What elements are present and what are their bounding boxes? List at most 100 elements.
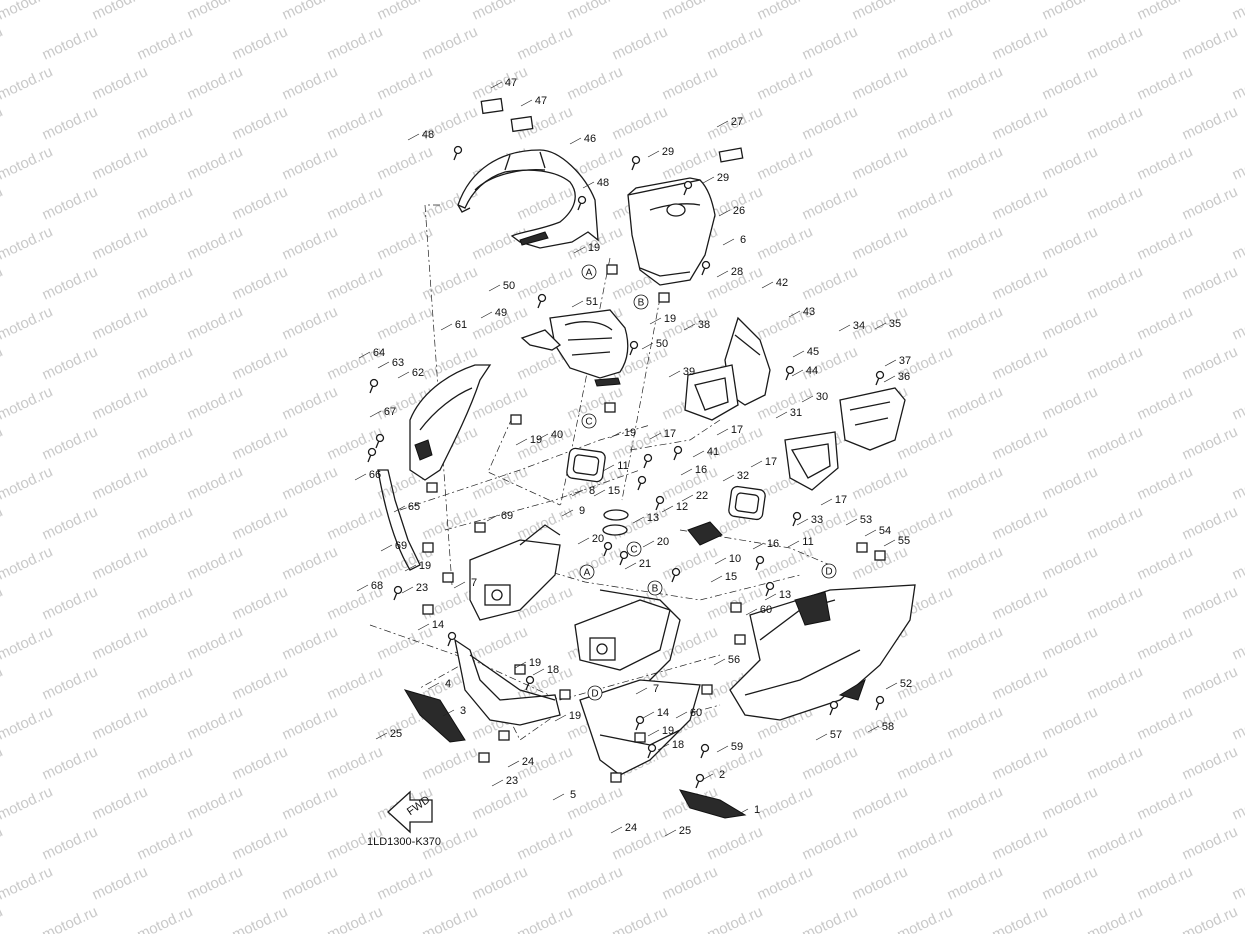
leader-line	[874, 322, 887, 330]
watermark-text: motod.ru	[1085, 903, 1146, 934]
callout-number: 46	[584, 133, 596, 145]
callout-number: 12	[676, 501, 688, 513]
clip-nut-icon	[658, 292, 670, 303]
leader-line	[815, 733, 828, 741]
watermark-text: motod.ru	[470, 863, 531, 903]
watermark-text: motod.ru	[1085, 183, 1146, 223]
leader-line	[716, 745, 729, 753]
callout-number: 19	[530, 434, 542, 446]
leader-line	[632, 516, 645, 524]
leader-line	[718, 209, 731, 217]
watermark-text: motod.ru	[1085, 23, 1146, 63]
watermark-text: motod.ru	[0, 63, 55, 103]
callout-number: 25	[679, 825, 691, 837]
watermark-text: motod.ru	[705, 23, 766, 63]
leader-line	[661, 505, 674, 513]
watermark-text: motod.ru	[185, 303, 246, 343]
callout-number: 67	[384, 406, 396, 418]
callout-number: 24	[522, 756, 534, 768]
leader-line	[610, 826, 623, 834]
watermark-text: motod.ru	[135, 583, 196, 623]
watermark-text: motod.ru	[1180, 663, 1241, 703]
watermark-text: motod.ru	[325, 503, 386, 543]
callout-number: 8	[589, 485, 595, 497]
watermark-text: motod.ru	[1230, 223, 1245, 263]
watermark-text: motod.ru	[0, 183, 5, 223]
watermark-text: motod.ru	[515, 23, 576, 63]
watermark-text: motod.ru	[945, 783, 1006, 823]
clip-nut-icon	[510, 414, 522, 425]
leader-line	[571, 489, 584, 497]
watermark-text: motod.ru	[850, 143, 911, 183]
watermark-text: motod.ru	[0, 823, 5, 863]
inner-panel	[520, 309, 629, 387]
leader-line	[796, 518, 809, 526]
clip-nut-icon	[426, 482, 438, 493]
watermark-text: motod.ru	[325, 23, 386, 63]
callout-number: 50	[503, 280, 515, 292]
watermark-text: motod.ru	[135, 263, 196, 303]
callout-number: 47	[535, 95, 547, 107]
leader-line	[486, 514, 499, 522]
bolt-icon	[875, 370, 885, 386]
reference-letter: B	[638, 298, 645, 309]
callout-number: 19	[529, 657, 541, 669]
leader-line	[649, 432, 662, 440]
callout-number: 59	[731, 741, 743, 753]
watermark-text: motod.ru	[325, 903, 386, 934]
watermark-text: motod.ru	[0, 543, 55, 583]
watermark-text: motod.ru	[375, 143, 436, 183]
leader-line	[369, 410, 382, 418]
watermark-text: motod.ru	[135, 103, 196, 143]
leader-line	[883, 375, 896, 383]
watermark-text: motod.ru	[1085, 663, 1146, 703]
leader-line	[692, 450, 705, 458]
leader-line	[702, 176, 715, 184]
leader-line	[710, 575, 723, 583]
clip-nut-icon	[442, 572, 454, 583]
watermark-text: motod.ru	[1085, 263, 1146, 303]
callout-number: 48	[422, 129, 434, 141]
watermark-text: motod.ru	[40, 823, 101, 863]
watermark-text: motod.ru	[280, 703, 341, 743]
watermark-text: motod.ru	[90, 463, 151, 503]
callout-number: 28	[731, 266, 743, 278]
callout-number: 24	[625, 822, 637, 834]
callout-number: 55	[898, 535, 910, 547]
watermark-text: motod.ru	[800, 823, 861, 863]
watermark-text: motod.ru	[230, 23, 291, 63]
reference-letter: A	[584, 568, 591, 579]
leader-line	[649, 317, 662, 325]
watermark-text: motod.ru	[610, 103, 671, 143]
watermark-text: motod.ru	[1040, 783, 1101, 823]
watermark-text: motod.ru	[90, 303, 151, 343]
watermark-text: motod.ru	[895, 23, 956, 63]
callout-number: 19	[662, 725, 674, 737]
watermark-text: motod.ru	[185, 143, 246, 183]
callout-number: 47	[505, 77, 517, 89]
callout-number: 49	[495, 307, 507, 319]
watermark-text: motod.ru	[515, 423, 576, 463]
leader-line	[609, 431, 622, 439]
callout-number: 6	[740, 234, 746, 246]
fwd-arrow: FWD	[387, 790, 433, 834]
leader-line	[488, 284, 501, 292]
leader-line	[401, 586, 414, 594]
callout-number: 23	[416, 582, 428, 594]
clip-nut-icon	[559, 689, 571, 700]
watermark-text: motod.ru	[660, 543, 721, 583]
watermark-text: motod.ru	[0, 623, 55, 663]
bolt-icon	[647, 743, 657, 759]
reference-mark-c: C	[626, 541, 642, 557]
watermark-text: motod.ru	[470, 463, 531, 503]
watermark-text: motod.ru	[1180, 343, 1241, 383]
watermark-text: motod.ru	[800, 103, 861, 143]
callout-number: 19	[624, 427, 636, 439]
leader-line	[397, 371, 410, 379]
leader-line	[713, 658, 726, 666]
watermark-text: motod.ru	[1040, 63, 1101, 103]
leader-line	[582, 181, 595, 189]
watermark-text: motod.ru	[40, 23, 101, 63]
watermark-text: motod.ru	[0, 143, 55, 183]
